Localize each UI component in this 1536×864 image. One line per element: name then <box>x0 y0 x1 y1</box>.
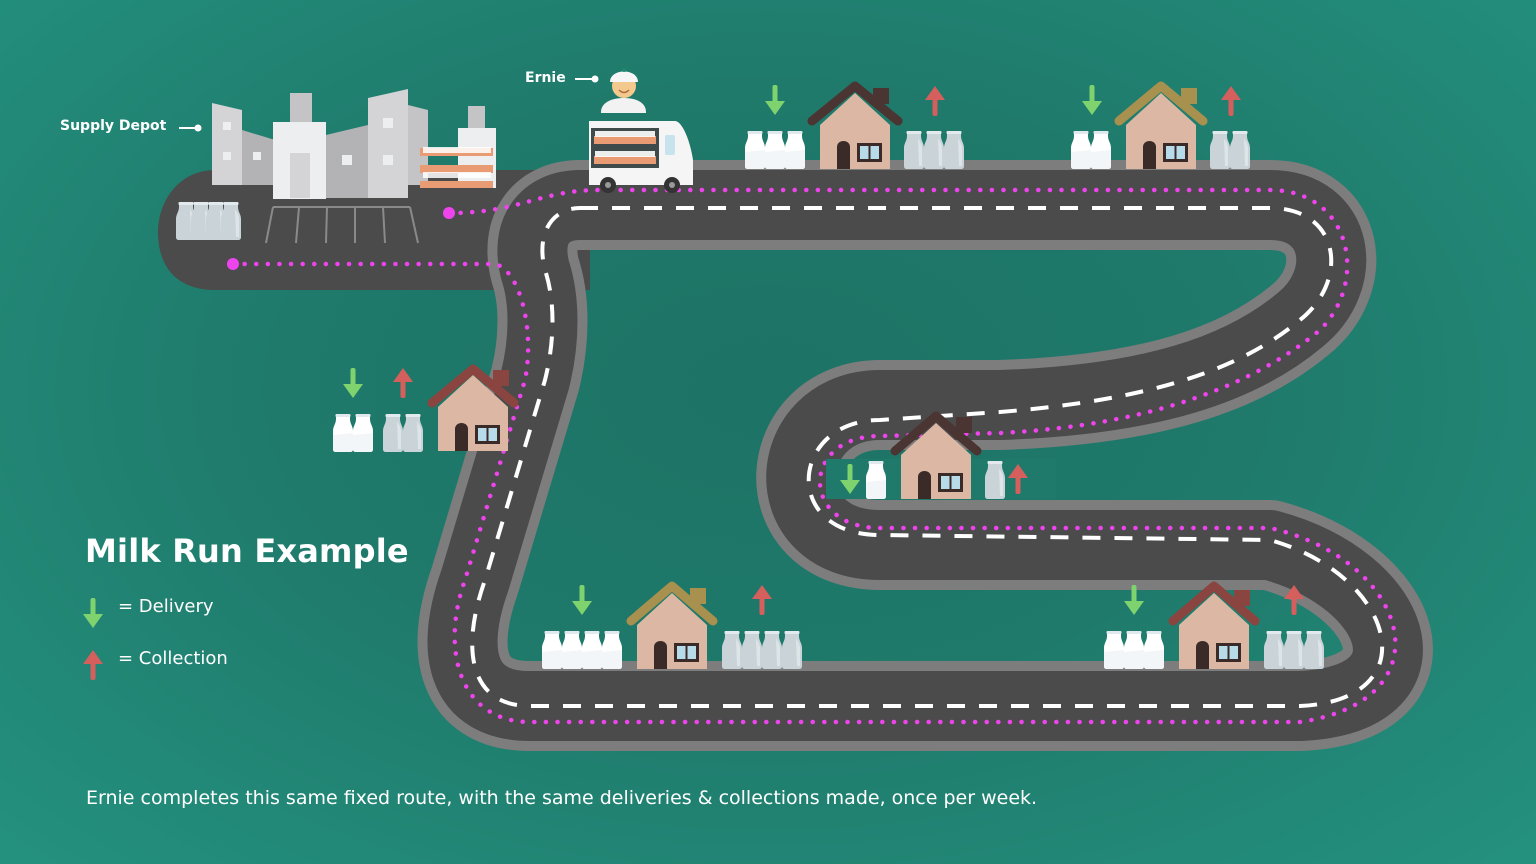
collection-arrow-icon <box>925 86 945 116</box>
supply-depot <box>176 89 496 244</box>
road <box>158 160 1433 751</box>
label-pointers <box>179 75 599 132</box>
supply-depot-label: Supply Depot <box>60 118 167 134</box>
house-stop-6 <box>1104 581 1324 669</box>
house-stop-2 <box>1071 81 1250 169</box>
milk-van <box>589 121 693 193</box>
ernie-milkman <box>601 68 646 113</box>
diagram-title: Milk Run Example <box>85 532 409 570</box>
house-stop-3 <box>333 364 519 452</box>
house-stop-5 <box>542 581 802 669</box>
house-stop-1 <box>745 81 964 169</box>
ernie-label: Ernie <box>525 70 566 86</box>
legend-delivery: = Delivery <box>82 596 214 617</box>
milk-crates <box>420 147 493 188</box>
legend-delivery-label: = Delivery <box>118 596 214 617</box>
house-stop-4 <box>826 411 1056 499</box>
legend-collection-label: = Collection <box>118 648 228 669</box>
footer-caption: Ernie completes this same fixed route, w… <box>86 787 1038 809</box>
delivery-arrow-icon <box>765 85 785 115</box>
legend-collection: = Collection <box>82 648 228 669</box>
